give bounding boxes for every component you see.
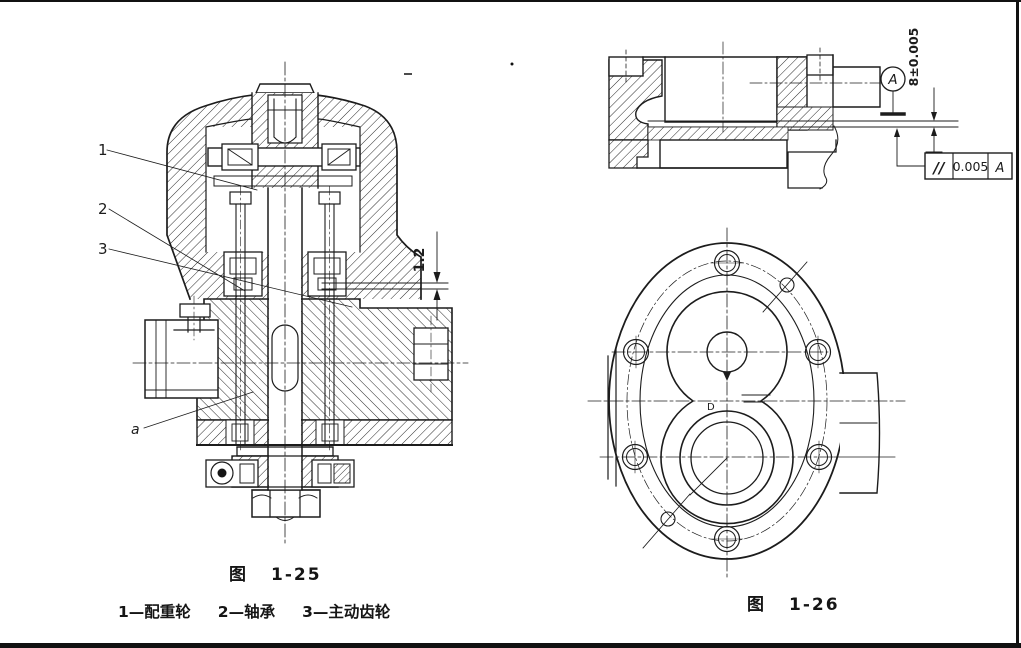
hex-nut xyxy=(251,489,321,521)
datum-circle-label: A xyxy=(887,72,897,88)
left-block xyxy=(144,319,219,399)
callout-3: 3 xyxy=(98,240,108,258)
lower-bearing-right xyxy=(311,459,355,488)
second-plate xyxy=(213,175,353,187)
face-centerlines xyxy=(587,227,906,579)
figure-1-25-caption: 图 1-25 xyxy=(229,560,322,585)
tie-studs xyxy=(229,185,341,453)
left-bolt xyxy=(173,295,215,341)
caption-number: 1-25 xyxy=(271,565,322,585)
right-lower-hatch xyxy=(776,106,834,131)
section-centerlines xyxy=(722,41,894,133)
left-wall xyxy=(608,59,663,141)
figure-1-25-drawing: 1.2 1 2 3 a xyxy=(98,61,469,546)
caption-number: 1-26 xyxy=(789,595,840,615)
left-flat-edge xyxy=(607,348,617,487)
left-foot xyxy=(608,139,649,169)
callouts: 1 2 3 a xyxy=(98,141,353,438)
legend-item-1: 1—配重轮 xyxy=(118,603,191,621)
figure-1-26-caption: 图 1-26 xyxy=(747,590,840,615)
waist-detail xyxy=(741,394,771,403)
right-foot xyxy=(787,139,837,189)
tolerance-datum: A xyxy=(995,161,1005,176)
dim-1-2-text: 1.2 xyxy=(412,248,428,273)
caption-prefix: 图 xyxy=(229,565,247,585)
screw xyxy=(267,98,303,144)
shaft xyxy=(267,187,303,491)
bore xyxy=(664,56,778,123)
central-boss-edges xyxy=(251,92,319,189)
neck-bearings xyxy=(223,251,347,297)
bottom-boss xyxy=(659,139,788,169)
callout-2: 2 xyxy=(98,200,108,218)
right-flange xyxy=(832,54,881,108)
figure-1-26-face: D xyxy=(587,227,906,579)
tolerance-frame: // 0.005 A xyxy=(894,128,1013,180)
right-tab xyxy=(833,372,896,494)
boss-mark: D xyxy=(707,402,715,413)
figure-1-25-legend: 1—配重轮 2—轴承 3—主动齿轮 xyxy=(118,600,417,622)
legend-item-2: 2—轴承 xyxy=(217,603,276,621)
tolerance-value: 0.005 xyxy=(953,159,989,174)
housing-inner-wall xyxy=(205,118,361,253)
dimension-1-2: 1.2 xyxy=(321,231,449,321)
callout-1: 1 xyxy=(98,141,108,159)
legend-item-3: 3—主动齿轮 xyxy=(302,603,391,621)
pin-holes xyxy=(642,261,808,549)
figure-1-26-section: A 8±0.005 // 0.005 A xyxy=(608,28,1013,190)
caption-prefix: 图 xyxy=(747,595,765,615)
bore-radius-line xyxy=(689,457,728,496)
lower-bearing-left xyxy=(205,459,259,488)
dimension-8: 8±0.005 xyxy=(906,28,943,153)
callout-a: a xyxy=(131,422,140,438)
break-line xyxy=(819,125,839,190)
mid-hatch-strip xyxy=(647,126,789,141)
parallelism-symbol: // xyxy=(932,159,946,177)
dim-8-text: 8±0.005 xyxy=(906,28,921,87)
datum-target: A xyxy=(880,66,906,116)
